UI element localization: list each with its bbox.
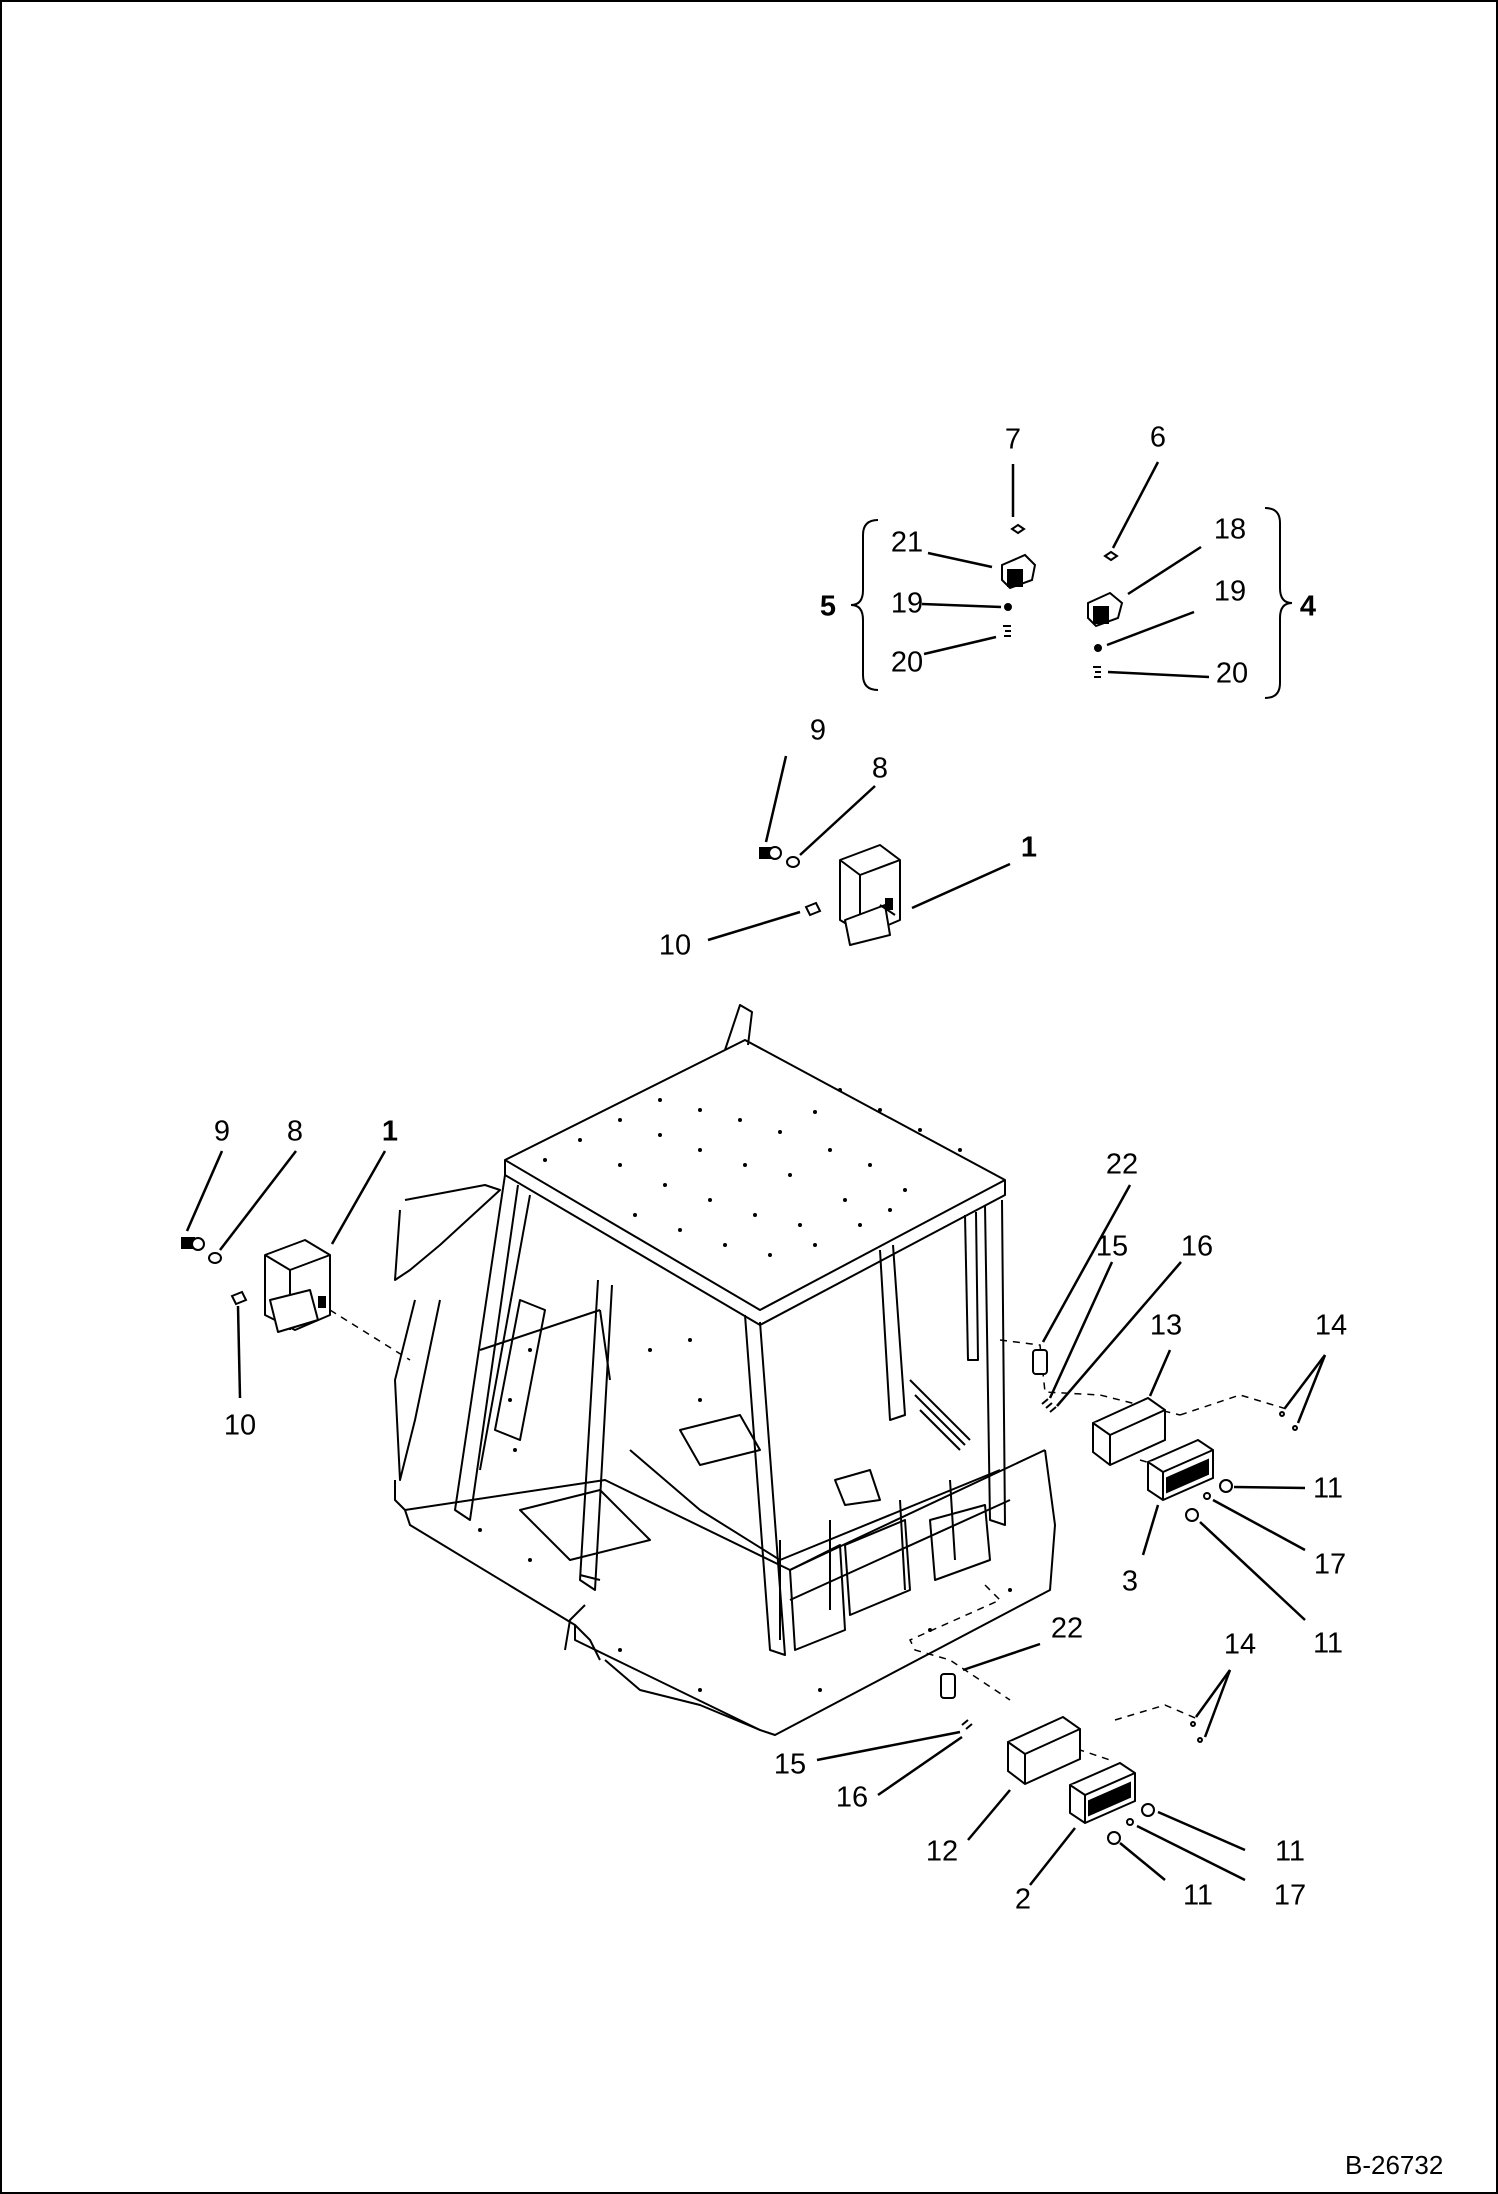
callout-17b: 17: [1273, 1879, 1307, 1912]
bolt-9-left: [181, 1237, 205, 1251]
bolt-9-top: [759, 846, 782, 860]
work-light-top: [839, 844, 901, 946]
callout-16a: 16: [1180, 1230, 1214, 1263]
bulbs-lower: [1107, 1803, 1155, 1845]
callout-17a: 17: [1313, 1548, 1347, 1581]
bulbs-upper: [1185, 1479, 1233, 1522]
callout-8-left: 8: [286, 1115, 304, 1148]
screw-15-16-lower: [961, 1719, 973, 1730]
work-light-left: [264, 1239, 331, 1333]
switch-assembly-5: [1001, 523, 1037, 637]
callout-11a: 11: [1312, 1472, 1344, 1505]
switch-assembly-4: [1087, 550, 1124, 678]
cab-frame: [394, 1004, 1056, 1736]
callout-13: 13: [1149, 1309, 1183, 1342]
callout-22b: 22: [1050, 1612, 1084, 1645]
callout-22a: 22: [1105, 1148, 1139, 1181]
bracket-13: [1092, 1396, 1166, 1467]
callout-1-top: 1: [1020, 831, 1038, 864]
callout-20a: 20: [890, 646, 924, 679]
callout-20b: 20: [1215, 657, 1249, 690]
callout-11b: 11: [1312, 1627, 1344, 1660]
drawing-number: B-26732: [1345, 2150, 1444, 2180]
reflector-22-upper: [1032, 1349, 1048, 1375]
reflector-22-lower: [940, 1673, 956, 1699]
callout-15a: 15: [1095, 1230, 1129, 1263]
callout-9-left: 9: [213, 1115, 231, 1148]
callout-7: 7: [1004, 423, 1022, 456]
nut-10-left: [230, 1290, 248, 1306]
callout-19a: 19: [890, 587, 924, 620]
callout-14a: 14: [1314, 1309, 1348, 1342]
bracket-assembly-4: [1264, 507, 1293, 699]
callout-3: 3: [1121, 1565, 1139, 1598]
callout-10-top: 10: [658, 929, 692, 962]
nut-10-top: [804, 901, 822, 917]
washer-8-top: [786, 856, 800, 868]
callout-19b: 19: [1213, 575, 1247, 608]
callout-16b: 16: [835, 1781, 869, 1814]
callout-9-top: 9: [809, 714, 827, 747]
callout-8-top: 8: [871, 752, 889, 785]
bracket-12: [1007, 1715, 1081, 1786]
bracket-assembly-5: [850, 519, 879, 691]
screw-15-16-upper: [1041, 1398, 1057, 1413]
screws-14-upper: [1279, 1411, 1298, 1431]
tail-light-2: [1069, 1761, 1136, 1825]
callout-2: 2: [1014, 1883, 1032, 1916]
callout-10-left: 10: [223, 1409, 257, 1442]
callout-21: 21: [890, 526, 924, 559]
washer-8-left: [208, 1252, 222, 1264]
tail-light-3: [1147, 1438, 1214, 1502]
callout-12: 12: [925, 1835, 959, 1868]
callout-1-left: 1: [381, 1115, 399, 1148]
screws-14-lower: [1190, 1721, 1203, 1743]
callout-5: 5: [819, 590, 837, 623]
leader-lines: [185, 461, 1327, 1886]
callout-6: 6: [1149, 421, 1167, 454]
callout-18: 18: [1213, 513, 1247, 546]
callout-11c: 11: [1274, 1835, 1306, 1868]
callout-14b: 14: [1223, 1628, 1257, 1661]
callout-15b: 15: [773, 1748, 807, 1781]
callout-11d: 11: [1182, 1879, 1214, 1912]
callout-4: 4: [1299, 590, 1317, 623]
